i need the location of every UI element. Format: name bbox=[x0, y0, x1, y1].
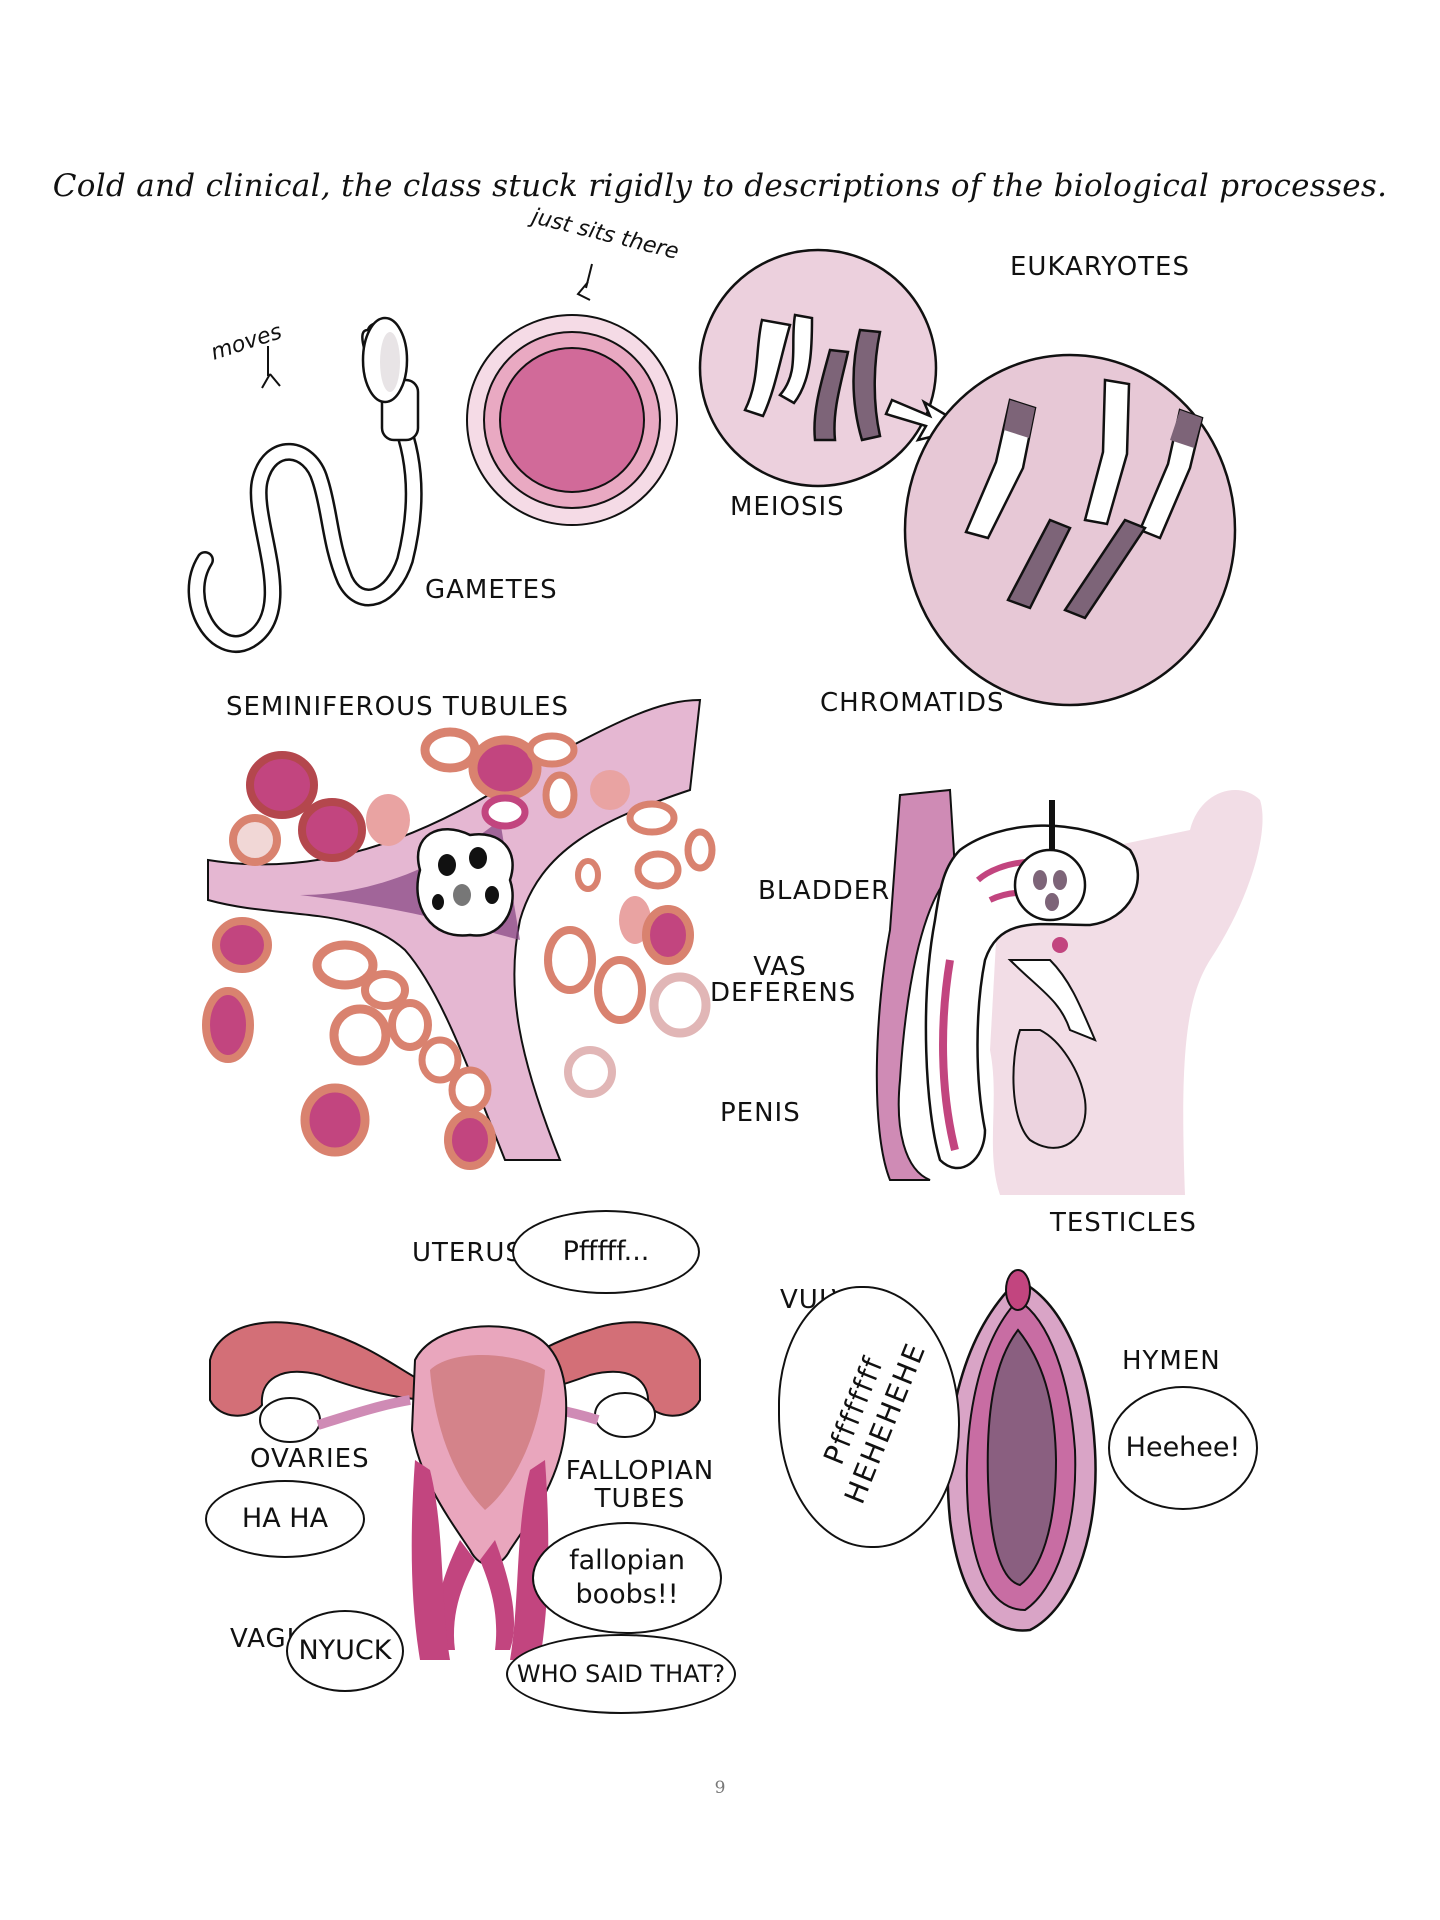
speech-bubble-ha-ha: HA HA bbox=[205, 1480, 365, 1558]
speech-bubble-pfffff: Pfffff... bbox=[512, 1210, 700, 1294]
label-bladder: BLADDER bbox=[758, 876, 891, 906]
bubble-text-fallopian: fallopian bbox=[569, 1545, 685, 1577]
label-vagi: VAGI bbox=[230, 1624, 296, 1654]
male-anatomy-illustration bbox=[875, 788, 1263, 1195]
speech-bubble-nyuck: NYUCK bbox=[286, 1610, 404, 1692]
label-vas: VAS bbox=[753, 952, 807, 982]
label-meiosis: MEIOSIS bbox=[730, 492, 845, 522]
label-hymen: HYMEN bbox=[1122, 1346, 1221, 1376]
bubble-text-boobs: boobs!! bbox=[575, 1579, 679, 1610]
eukaryote-cell bbox=[903, 353, 1237, 707]
bubble-text-pfffff: Pfffff... bbox=[562, 1236, 650, 1268]
speech-bubble-fallopian-boobs: fallopian boobs!! bbox=[532, 1522, 722, 1634]
bubble-text-heehee: Heehee! bbox=[1125, 1432, 1241, 1464]
label-uterus: UTERUS bbox=[412, 1238, 523, 1268]
bubble-text-ha-ha: HA HA bbox=[241, 1503, 329, 1535]
label-testicles: TESTICLES bbox=[1050, 1208, 1197, 1238]
label-penis: PENIS bbox=[720, 1098, 801, 1128]
bubble-text-nyuck: NYUCK bbox=[298, 1635, 392, 1667]
label-deferens: DEFERENS bbox=[710, 978, 857, 1008]
page-caption: Cold and clinical, the class stuck rigid… bbox=[52, 168, 1388, 204]
bubble-rotated-text: Pffffffff HEHEHEHE bbox=[806, 1325, 932, 1509]
ovum-illustration bbox=[466, 263, 678, 526]
bubble-text-who-said-that: WHO SAID THAT? bbox=[516, 1660, 726, 1688]
speech-bubble-heehee: Heehee! bbox=[1108, 1386, 1258, 1510]
uterus-illustration bbox=[209, 1321, 701, 1660]
label-fallopian: FALLOPIAN bbox=[565, 1456, 715, 1486]
meiosis-cell bbox=[698, 248, 972, 488]
label-chromatids: CHROMATIDS bbox=[820, 688, 1005, 718]
label-ovaries: OVARIES bbox=[250, 1444, 370, 1474]
label-seminiferous-tubules: SEMINIFEROUS TUBULES bbox=[226, 692, 570, 722]
speech-bubble-who-said-that: WHO SAID THAT? bbox=[506, 1634, 736, 1714]
speech-bubble-pffff-hehehe: Pffffffff HEHEHEHE bbox=[778, 1286, 960, 1548]
vulva-illustration bbox=[946, 1269, 1097, 1632]
sperm-illustration bbox=[187, 316, 423, 653]
seminiferous-tubules-illustration bbox=[202, 698, 716, 1170]
label-eukaryotes: EUKARYOTES bbox=[1010, 252, 1190, 282]
label-gametes: GAMETES bbox=[425, 575, 558, 605]
label-tubes: TUBES bbox=[594, 1484, 686, 1514]
page-number: 9 bbox=[714, 1778, 726, 1798]
